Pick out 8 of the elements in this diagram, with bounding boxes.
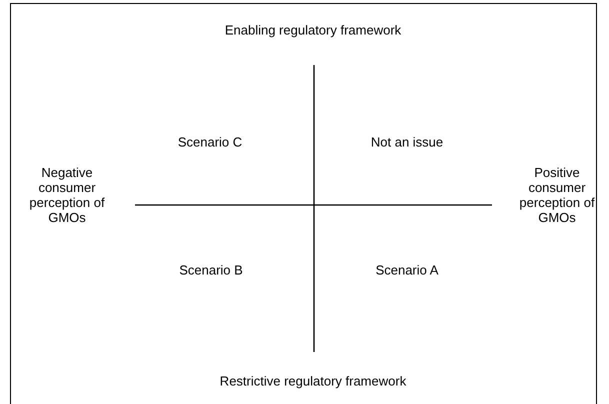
axis-label: Positive consumer perception of GMOs bbox=[518, 165, 596, 225]
axis-label: Enabling regulatory framework bbox=[224, 22, 402, 38]
quadrant-label: Not an issue bbox=[370, 134, 444, 150]
quadrant-label: Scenario B bbox=[179, 262, 243, 278]
axis-label: Restrictive regulatory framework bbox=[220, 374, 406, 388]
quadrant-label: Scenario C bbox=[178, 134, 242, 150]
quadrant-label: Scenario A bbox=[376, 262, 438, 278]
axis-label: Negative consumer perception of GMOs bbox=[28, 165, 106, 225]
